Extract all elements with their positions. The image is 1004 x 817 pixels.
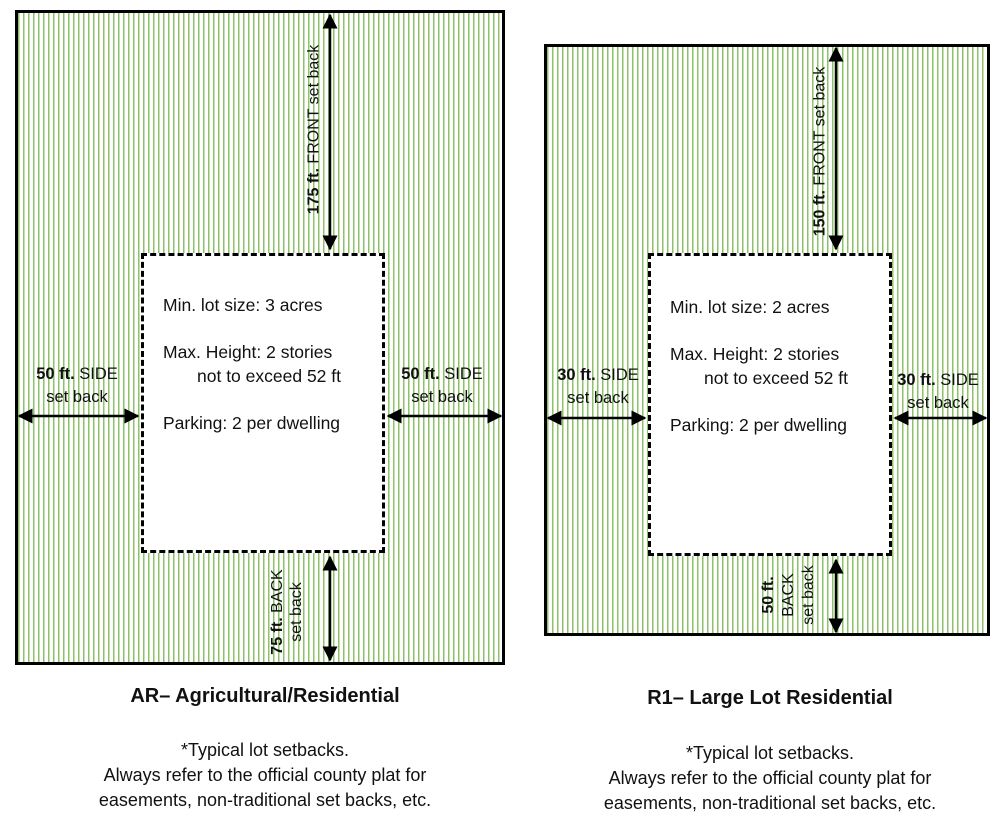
r1-back-text-2: set back [800,565,817,625]
ar-front-text: FRONT set back [305,44,323,164]
r1-front-value: 150 ft. [811,190,829,237]
r1-left-side-text-2: set back [567,389,629,407]
r1-back-value: 50 ft. [760,576,777,614]
ar-right-side-text: SIDE [444,365,483,383]
ar-max-height: Max. Height: 2 stories [163,342,333,362]
r1-requirements: Min. lot size: 2 acres Max. Height: 2 st… [670,295,848,437]
r1-min-lot-size: Min. lot size: 2 acres [670,297,830,317]
r1-back-text-1: BACK [780,573,797,617]
ar-right-side-setback-label: 50 ft. SIDE set back [387,363,497,409]
ar-back-text-2: set back [288,582,305,642]
ar-back-text-1: BACK [269,569,286,613]
ar-back-setback-label: 75 ft. BACK set back [268,562,308,662]
r1-parking: Parking: 2 per dwelling [670,415,848,435]
ar-front-setback-label: 175 ft. FRONT set back [305,30,324,230]
ar-note: *Typical lot setbacks. Always refer to t… [40,738,490,813]
r1-right-side-text-2: set back [907,394,969,412]
ar-building-envelope [141,253,385,553]
ar-zone-title: AR– Agricultural/Residential [130,685,400,707]
ar-note-line-2: Always refer to the official county plat… [103,765,427,785]
r1-left-side-value: 30 ft. [557,366,596,384]
ar-min-lot-size: Min. lot size: 3 acres [163,295,323,315]
r1-left-side-text: SIDE [600,366,639,384]
r1-right-side-value: 30 ft. [897,371,936,389]
ar-front-value: 175 ft. [305,168,323,215]
ar-left-side-setback-label: 50 ft. SIDE set back [22,363,132,409]
r1-front-setback-label: 150 ft. FRONT set back [811,57,830,247]
r1-zone-title: R1– Large Lot Residential [647,687,893,709]
r1-right-side-setback-label: 30 ft. SIDE set back [890,369,986,415]
ar-note-line-1: *Typical lot setbacks. [180,740,350,760]
r1-front-text: FRONT set back [811,66,829,186]
ar-right-side-text-2: set back [411,388,473,406]
ar-left-side-text-2: set back [46,388,108,406]
r1-max-height: Max. Height: 2 stories [670,344,840,364]
ar-right-side-value: 50 ft. [401,365,440,383]
r1-back-setback-label: 50 ft. BACK set back [759,550,819,640]
ar-note-line-3: easements, non-traditional set backs, et… [98,790,432,810]
r1-note-line-2: Always refer to the official county plat… [608,768,932,788]
ar-left-side-text: SIDE [79,365,118,383]
ar-max-height-limit: not to exceed 52 ft [197,366,341,386]
r1-building-envelope [648,253,892,556]
r1-right-side-text: SIDE [940,371,979,389]
ar-left-side-value: 50 ft. [36,365,75,383]
r1-left-side-setback-label: 30 ft. SIDE set back [548,364,648,410]
r1-note-line-1: *Typical lot setbacks. [685,743,855,763]
r1-max-height-limit: not to exceed 52 ft [704,368,848,388]
r1-note: *Typical lot setbacks. Always refer to t… [545,741,995,816]
ar-parking: Parking: 2 per dwelling [163,413,341,433]
r1-note-line-3: easements, non-traditional set backs, et… [603,793,937,813]
ar-requirements: Min. lot size: 3 acres Max. Height: 2 st… [163,293,341,435]
ar-back-value: 75 ft. [269,617,286,655]
